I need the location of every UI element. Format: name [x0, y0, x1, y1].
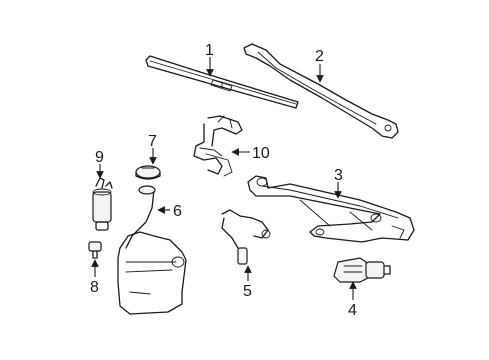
washer-hose-part — [221, 209, 271, 265]
callout-8: 8 — [90, 279, 99, 296]
wiper-blade-part — [145, 55, 299, 109]
callout-2: 2 — [315, 48, 324, 65]
callout-3: 3 — [334, 167, 343, 184]
callout-10: 10 — [252, 145, 270, 162]
washer-reservoir-part — [117, 185, 187, 315]
fastener-part — [88, 241, 102, 259]
callout-9: 9 — [95, 149, 104, 166]
hose-bracket-part — [193, 115, 243, 177]
leader-lines — [91, 57, 357, 300]
reservoir-cap-part — [135, 165, 161, 180]
washer-pump-part — [92, 177, 113, 231]
wiper-arm-part — [243, 43, 399, 139]
callout-1: 1 — [205, 42, 214, 59]
callout-5: 5 — [243, 283, 252, 300]
callout-6: 6 — [173, 203, 182, 220]
wiper-linkage-part — [247, 175, 415, 243]
callout-labels: 1 2 3 4 5 6 7 8 9 10 — [90, 42, 357, 319]
wiper-motor-part — [333, 257, 391, 283]
callout-7: 7 — [148, 133, 157, 150]
callout-4: 4 — [348, 302, 357, 319]
